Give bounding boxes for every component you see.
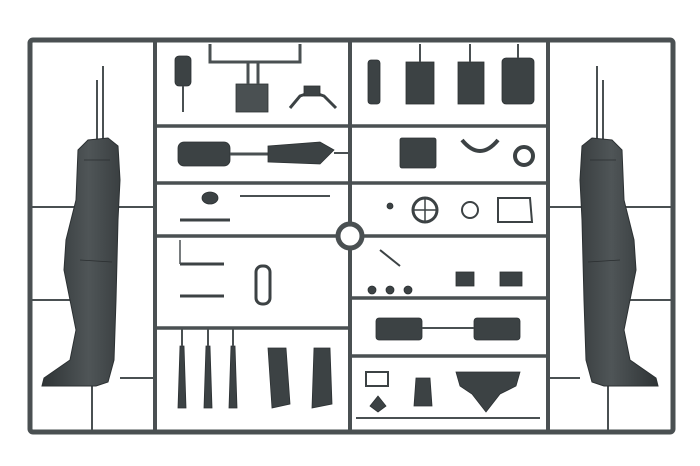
fuselage-half-right (548, 66, 659, 432)
central-ring (335, 221, 365, 251)
parts-cell-b2 (399, 137, 535, 169)
parts-cell-e1 (177, 328, 333, 409)
parts-cell-e2 (375, 317, 521, 341)
sprue-runners (32, 42, 671, 430)
parts-cell-a1 (174, 44, 338, 113)
sprue-frame (27, 37, 676, 435)
fuselage-half-left (41, 66, 155, 432)
parts-cell-b1 (177, 141, 350, 167)
parts-cell-c1 (180, 191, 330, 222)
parts-cell-d1 (179, 240, 272, 306)
parts-cell-c2 (386, 196, 534, 224)
parts-cell-f2 (356, 371, 540, 419)
parts-cell-a2 (367, 44, 535, 105)
parts-cell-d2 (367, 249, 523, 295)
